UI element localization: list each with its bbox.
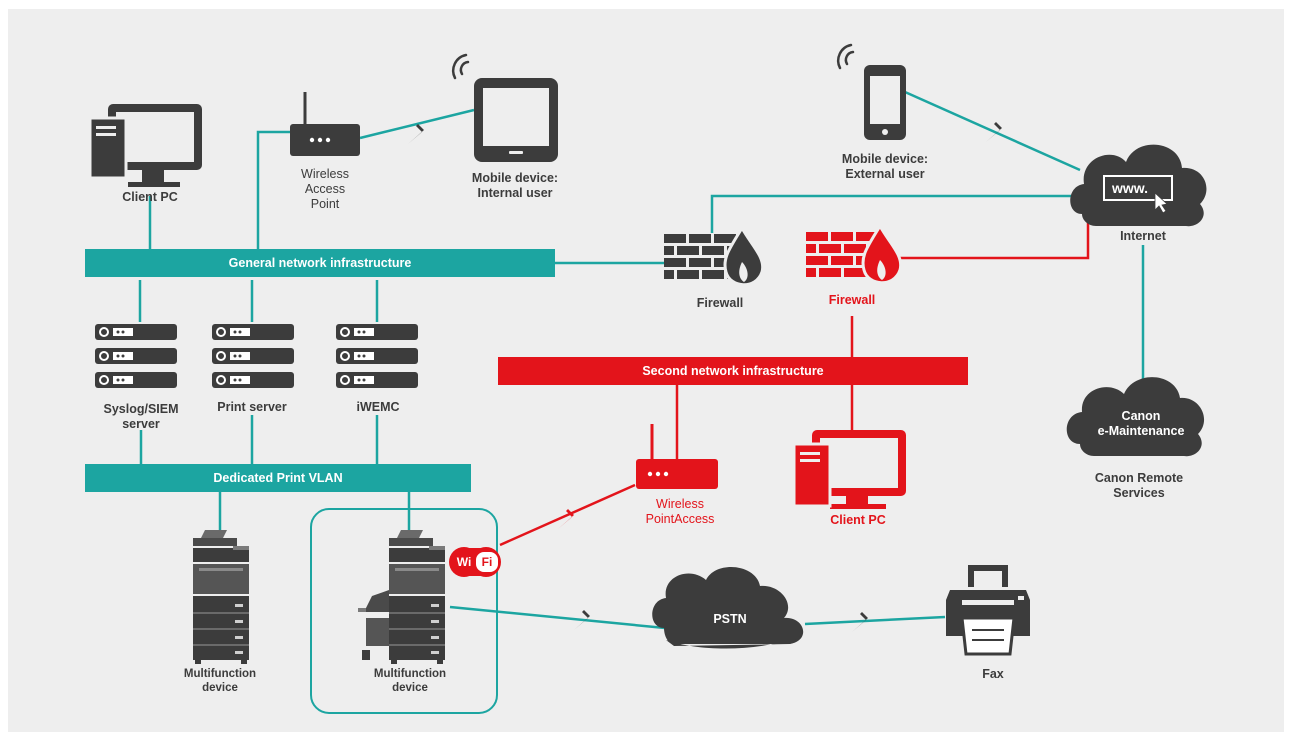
router-icon (290, 92, 360, 156)
second-network-label: Second network infrastructure (642, 364, 824, 378)
line-wap-tablet (359, 108, 475, 140)
server-rack-icon (335, 323, 419, 389)
lightning-icon-red (558, 493, 584, 529)
multifunction-printer-icon (358, 530, 445, 664)
line-wap-general (256, 130, 292, 250)
wap-label: Wireless Access Point (301, 167, 349, 211)
cloud-icon (1066, 377, 1205, 457)
syslog-label: Syslog/SIEM server (103, 402, 179, 431)
signal-waves-icon (837, 43, 855, 70)
firewall-icon (664, 225, 765, 287)
mfd-highlight-box (310, 508, 498, 714)
lightning-icon (852, 596, 878, 632)
mobile-external-label: Mobile device: External user (841, 152, 929, 181)
print-server-label: Print server (217, 400, 287, 414)
print-vlan-bar (85, 464, 471, 492)
wifi-wi-label: Wi (456, 555, 472, 569)
desktop-pc-icon-red (792, 430, 906, 509)
mfd-left-label: Multifunction device (183, 668, 257, 694)
client-pc-red-label: Client PC (830, 513, 886, 527)
iwemc-label: iWEMC (356, 400, 400, 414)
wireless-pointaccess-label: Wireless PointAccess (645, 497, 715, 526)
desktop-pc-icon (88, 104, 202, 187)
server-rack-icon (94, 323, 178, 389)
line-wifi-wap (499, 483, 636, 547)
mfd-right-label: Multifunction device (373, 668, 447, 694)
line-redfirewall-internet (897, 210, 1090, 260)
cloud-icon (1070, 144, 1207, 227)
second-network-bar (498, 357, 968, 385)
www-label: www. (1112, 180, 1149, 196)
mobile-internal-label: Mobile device: Internal user (471, 171, 559, 200)
router-icon-red (636, 424, 718, 489)
line-firewall-internet (710, 194, 1075, 233)
client-pc-label: Client PC (122, 190, 178, 204)
wifi-badge-icon (449, 547, 501, 577)
print-vlan-label: Dedicated Print VLAN (213, 471, 343, 485)
smartphone-icon (864, 65, 906, 140)
pstn-label: PSTN (713, 612, 747, 626)
canon-remote-label: Canon Remote Services (1094, 471, 1184, 500)
general-network-bar (85, 249, 555, 277)
line-mfd-pstn (449, 605, 666, 630)
wifi-fi-label: Fi (481, 555, 493, 569)
signal-waves-icon (452, 53, 470, 80)
line-pstn-fax (804, 615, 946, 626)
lightning-icon (574, 594, 600, 630)
firewall-dark-label: Firewall (696, 296, 744, 310)
firewall-red-label: Firewall (828, 293, 876, 307)
line-phone-internet (904, 90, 1081, 172)
general-network-label: General network infrastructure (228, 256, 412, 270)
fax-machine-icon (946, 565, 1030, 656)
cloud-icon (652, 567, 804, 649)
firewall-icon-red (806, 223, 903, 285)
connection-lines (138, 90, 1145, 630)
tablet-icon (474, 78, 558, 162)
fax-label: Fax (982, 667, 1004, 681)
server-rack-icon (211, 323, 295, 389)
connection-lines-red (499, 210, 1090, 547)
multifunction-printer-icon (193, 530, 249, 664)
canon-emaintenance-label: Canon e-Maintenance (1097, 409, 1185, 438)
internet-label: Internet (1120, 229, 1166, 243)
